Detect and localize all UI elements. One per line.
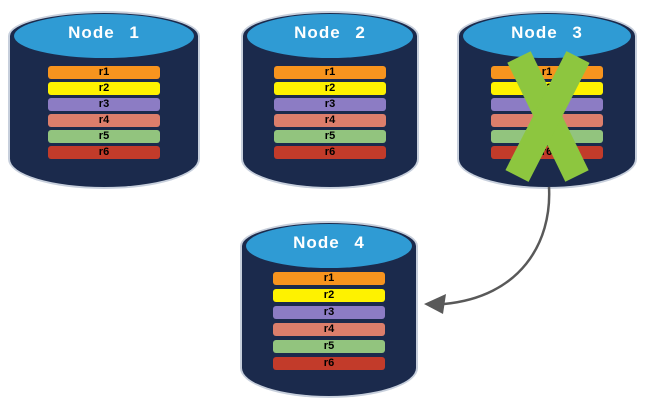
node-2-label: Node 2 [294, 23, 366, 42]
node-1-replica-r4: r4 [48, 114, 160, 127]
node-4-body [240, 246, 418, 398]
node-1-replica-r6: r6 [48, 146, 160, 159]
node-1-cap [14, 14, 194, 58]
node-2-replica-r5: r5 [274, 130, 386, 143]
node-2-replica-r2: r2 [274, 82, 386, 95]
node-2-replicas: r1 r2 r3 r4 r5 r6 [274, 66, 386, 162]
node-4-label: Node 4 [293, 233, 365, 252]
node-3-replica-r3: r3 [491, 98, 603, 111]
node-1-body [8, 36, 200, 189]
node-4-replica-r3: r3 [273, 306, 385, 319]
node-1-replica-r2: r2 [48, 82, 160, 95]
node-4-replica-r5: r5 [273, 340, 385, 353]
node-2-body [241, 36, 419, 189]
node-4-cap [246, 224, 412, 268]
node-3-replica-r2: r2 [491, 82, 603, 95]
node-4-replica-r2: r2 [273, 289, 385, 302]
node-1-label: Node 1 [68, 23, 140, 42]
node-2-replica-r3: r3 [274, 98, 386, 111]
node-3-cylinder: Node 3 r1 r2 r3 r4 r5 r6 [457, 11, 637, 189]
node-2-cylinder: Node 2 r1 r2 r3 r4 r5 r6 [241, 11, 419, 189]
node-2-replica-r6: r6 [274, 146, 386, 159]
node-3-label: Node 3 [511, 23, 583, 42]
node-3-replica-r1: r1 [491, 66, 603, 79]
node-2-replica-r4: r4 [274, 114, 386, 127]
node-3-replica-r4: r4 [491, 114, 603, 127]
node-3-cap [463, 14, 631, 58]
node-3-replica-r6: r6 [491, 146, 603, 159]
node-1-replica-r3: r3 [48, 98, 160, 111]
node-2-cap [247, 14, 413, 58]
node-1-replica-r5: r5 [48, 130, 160, 143]
node-2-replica-r1: r1 [274, 66, 386, 79]
node-1-replicas: r1 r2 r3 r4 r5 r6 [48, 66, 160, 162]
node-4-replica-r1: r1 [273, 272, 385, 285]
failover-arrow-icon [424, 186, 551, 314]
node-4-cylinder: Node 4 r1 r2 r3 r4 r5 r6 [240, 221, 418, 398]
node-3-replicas: r1 r2 r3 r4 r5 r6 [491, 66, 603, 162]
node-4-replica-r6: r6 [273, 357, 385, 370]
node-4-replica-r4: r4 [273, 323, 385, 336]
node-1-cylinder: Node 1 r1 r2 r3 r4 r5 r6 [8, 11, 200, 189]
node-1-replica-r1: r1 [48, 66, 160, 79]
node-3-replica-r5: r5 [491, 130, 603, 143]
node-4-replicas: r1 r2 r3 r4 r5 r6 [273, 272, 385, 374]
